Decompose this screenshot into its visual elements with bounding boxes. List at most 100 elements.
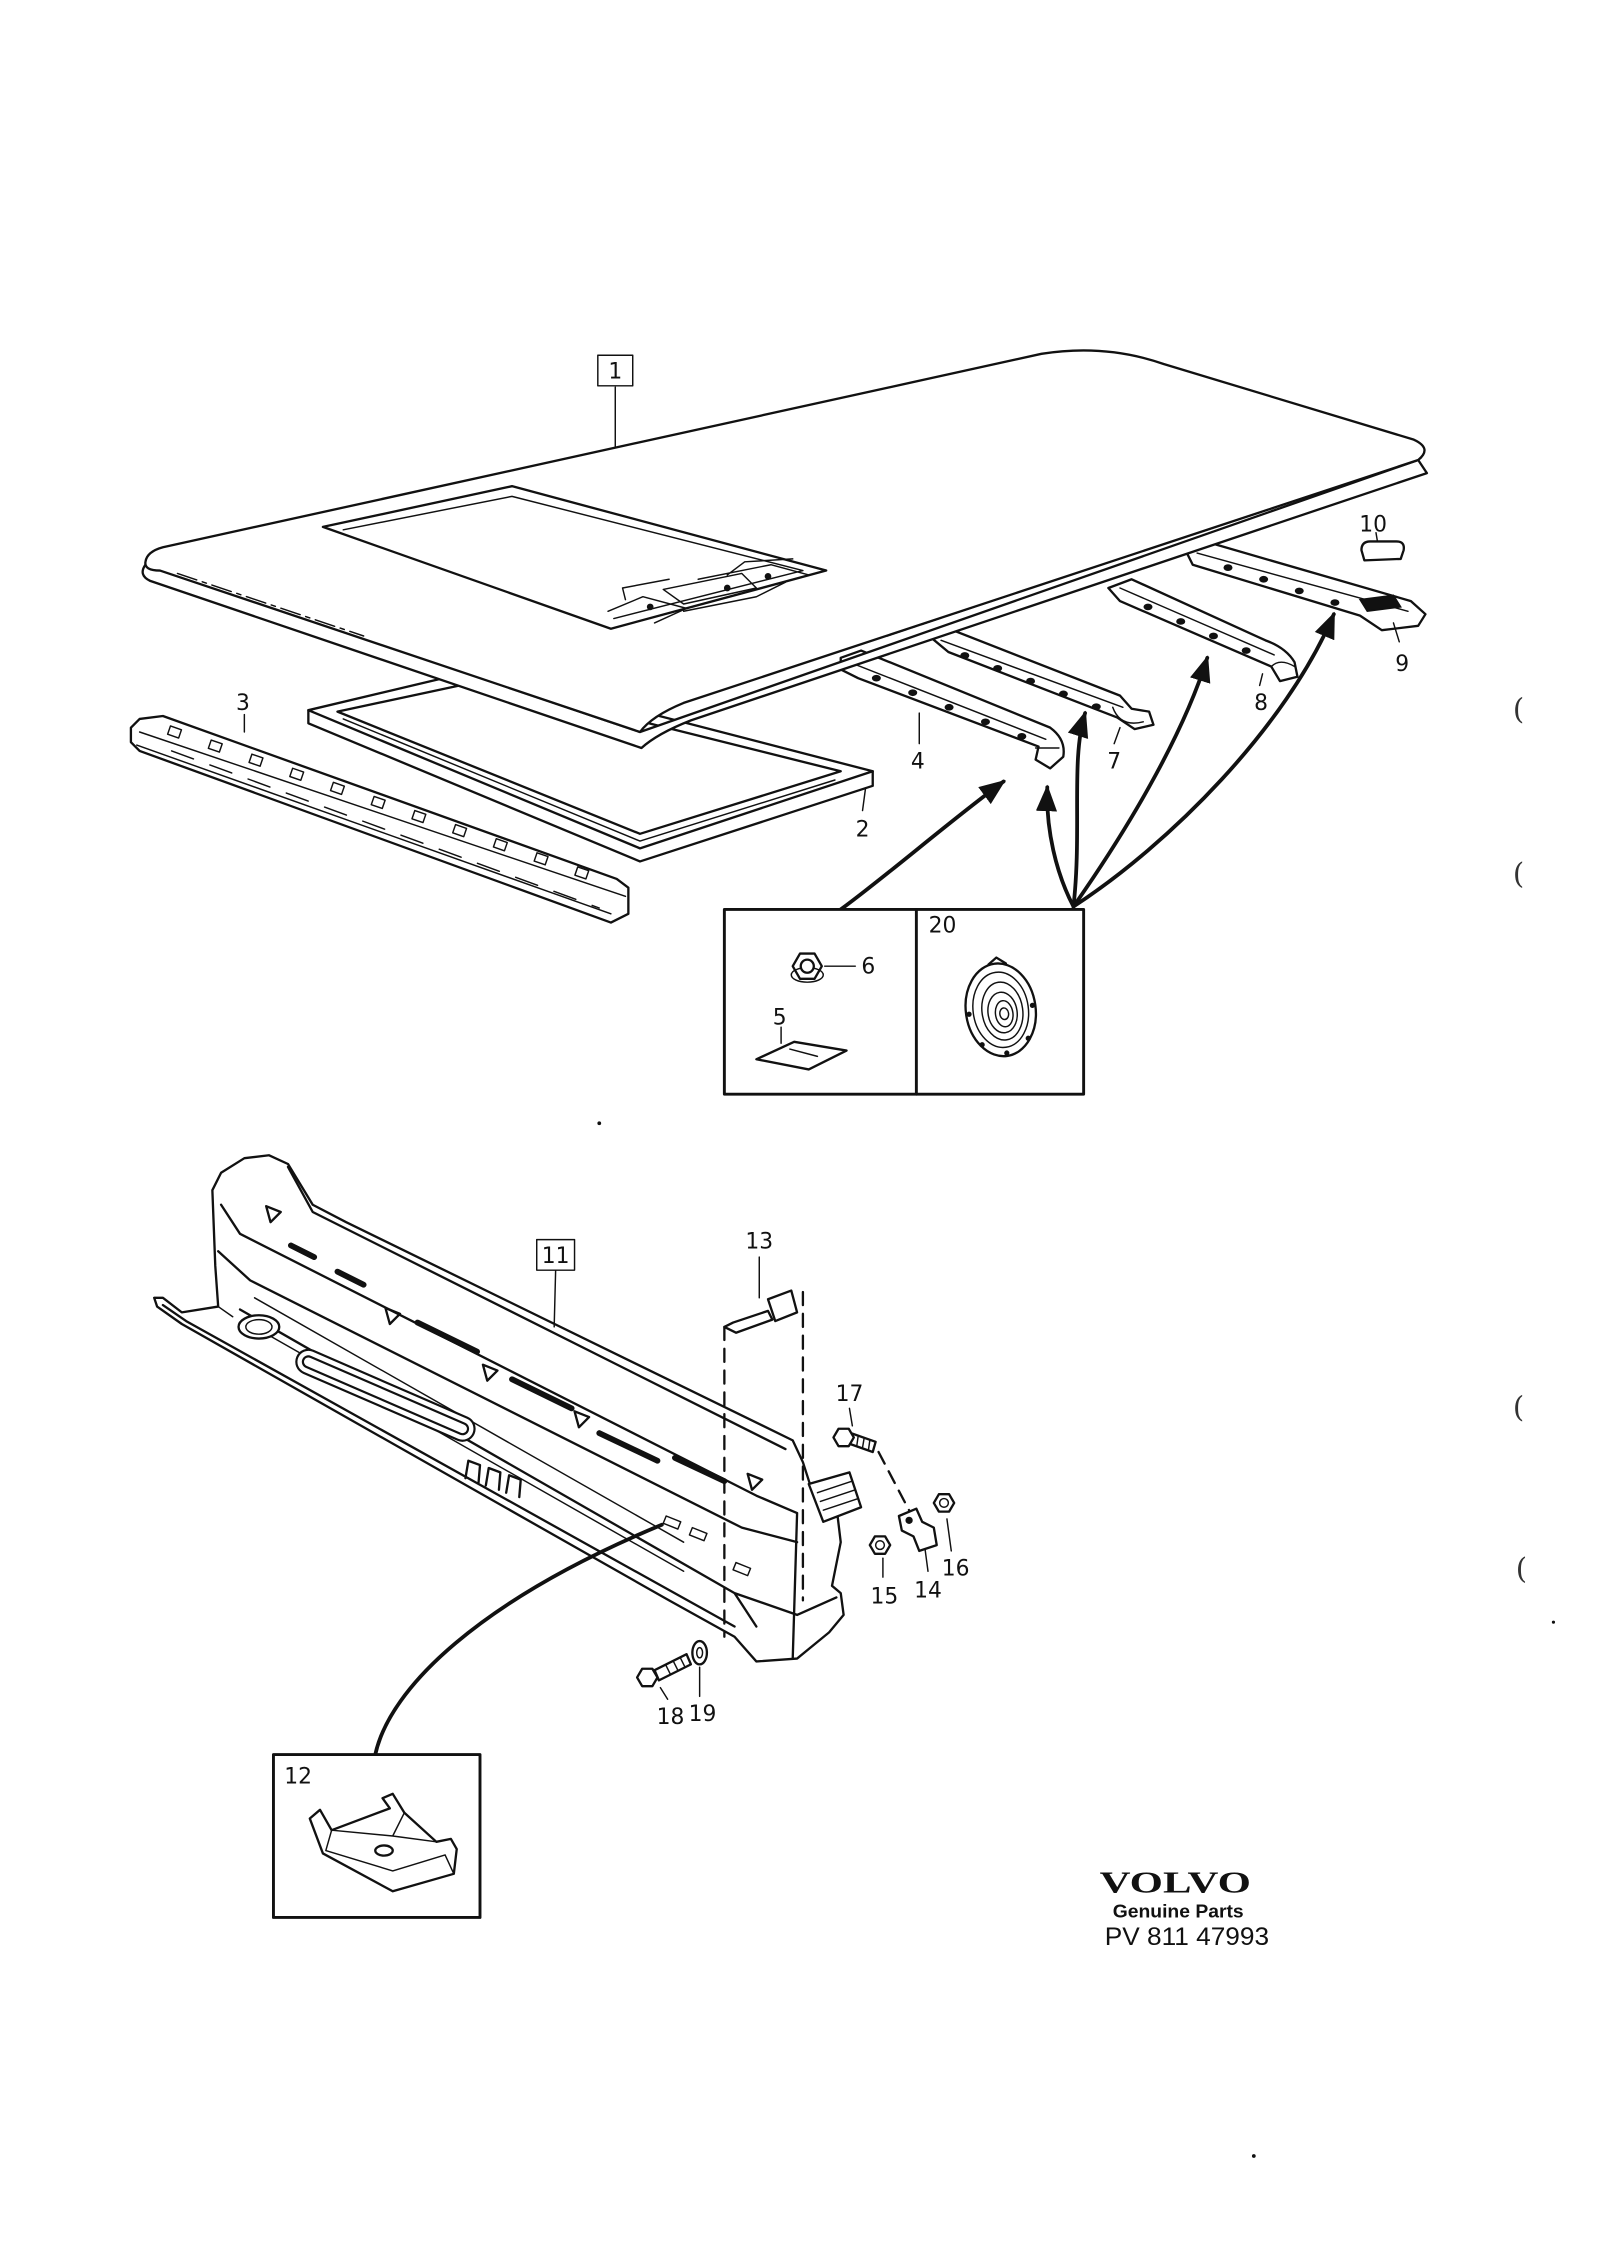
roof-panel [144,349,1426,734]
callout-10: 10 [1359,512,1387,537]
plate-5-slot [789,1048,819,1058]
roof-panel-part [141,349,1429,750]
callout-19: 19 [689,1702,717,1727]
rail-bar-edges [136,731,627,915]
bracket-14-hole [905,1516,913,1524]
cowl-panel-ridges [161,1165,838,1660]
callout-11: 11 [542,1244,570,1269]
callout-1-box [597,354,634,387]
sunroof-opening [321,485,828,630]
bracket-12-body [308,1792,458,1893]
leader-18 [659,1686,669,1700]
roof-bow-hole [1294,587,1304,595]
sunroof-opening-lip [342,495,804,620]
callout-4: 4 [911,749,925,774]
sunroof-frame-edge [307,709,874,863]
sunroof-mechanism [607,558,810,624]
sunroof-frame-inner-lip [342,718,836,842]
roof-bow-hole [1017,733,1027,740]
roof-bow-hole [980,718,990,726]
grommet-20 [964,956,1038,1058]
rail-bar-hole [370,795,386,810]
nut-15-bore [874,1540,886,1551]
margin-mark: ( [1513,856,1524,890]
roof-bow-hole [871,674,881,682]
rail-bar-hole [207,739,223,753]
sunroof-mechanism-bolt [764,573,772,580]
part-code: PV 811 47993 [1105,1924,1269,1951]
rail-bar-hole [329,781,346,796]
detail-12-pointer [373,1522,664,1757]
rail-bar-holes [166,725,590,880]
brand-block: VOLVO Genuine Parts PV 811 47993 [1100,1866,1269,1951]
bracket-12-hole [374,1844,394,1857]
nut-6-bore [799,958,815,974]
roof-panel-seam-front [886,591,1019,637]
roof-bow-hole [960,652,970,659]
roof-bow-hole [1208,632,1218,640]
grommet-20-ring [981,981,1024,1041]
roof-bow-hole [1176,618,1186,625]
callout-2: 2 [856,818,870,843]
cowl-long-slot-core [304,1357,467,1434]
cowl-drain-hole [237,1314,281,1340]
rail-bar-hole [289,767,305,782]
rail-bar-hole [492,837,509,852]
cowl-panel [153,1154,845,1663]
cowl-drain-hole-inner [245,1318,273,1335]
margin-mark: ( [1513,1390,1524,1424]
grommet-20-ring [994,999,1014,1028]
scan-speck [1251,2154,1256,2158]
arrow-to-bow-4-start [838,779,1006,912]
roof-bow-hole [1330,599,1340,606]
leader-lines-upper [243,386,1400,812]
rail-bar-ticks [170,750,600,909]
arrow-to-bow-8 [1071,655,1211,909]
callout-7: 7 [1107,749,1121,774]
roof-bow-4-ridge [848,661,1060,749]
margin-marks: ( ( ( ( [1513,692,1527,1586]
roof-bow-hole [1259,575,1269,583]
sunroof-mechanism-bolt [646,603,654,611]
plate-10 [1360,540,1406,562]
roof-bow-hole [1026,677,1036,685]
roof-panel-flange [141,458,1429,750]
clip-13-block [766,1289,799,1323]
callout-12: 12 [284,1765,312,1790]
arrow-to-bow-4-end [1035,784,1076,909]
leader-17 [848,1407,854,1427]
detail-arrows [838,611,1336,912]
bolt-17-threads [856,1435,871,1452]
detail-box-5-6-20: 6 5 20 [722,908,1086,1096]
callout-15: 15 [870,1584,898,1609]
bracket-12 [308,1792,458,1893]
callout-11-box [536,1238,576,1271]
cowl-triangle-marks [265,1205,764,1491]
clip-13-rod [723,1309,774,1334]
roof-bow-hole [1241,647,1251,654]
assembly-line-17 [877,1450,912,1515]
brand-logo: VOLVO [1100,1866,1251,1900]
roof-bow-hole [908,689,918,697]
rail-bar-hole [411,809,427,824]
callout-6: 6 [861,954,875,979]
scan-speck [597,1121,602,1126]
grommet-20-dot [966,1011,972,1017]
callout-1: 1 [608,360,622,385]
roof-bow-hole [1223,564,1233,571]
arrow-to-bow-9 [1071,611,1336,909]
roof-panel-seam-left [176,572,365,637]
sunroof-mechanism-bolt [723,584,731,592]
leader-16 [946,1518,952,1552]
grommet-20-dot [979,1042,985,1048]
roof-bow-hole [993,664,1003,672]
rail-bar [129,714,630,924]
grommet-20-dot [1029,1002,1036,1008]
callout-20: 20 [929,914,957,939]
margin-mark: ( [1513,692,1524,726]
callout-18: 18 [657,1705,685,1730]
grommet-20-ring [972,971,1030,1049]
roof-bow-7-ridge [940,639,1144,724]
cowl-louvres [464,1459,522,1499]
